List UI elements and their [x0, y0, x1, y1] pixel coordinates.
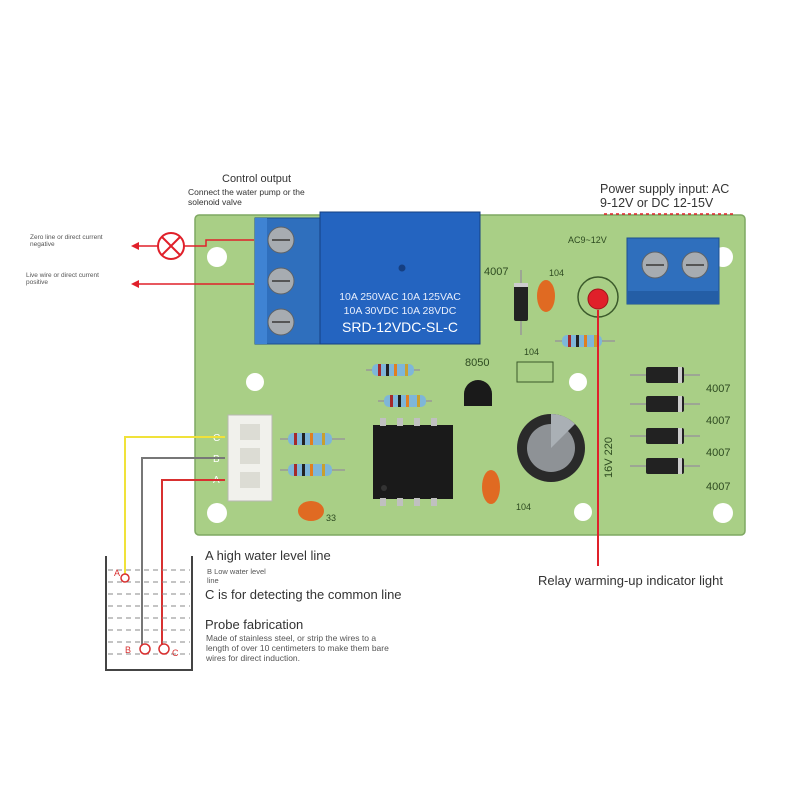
- probe-marker-c: C: [172, 648, 179, 658]
- probe-marker-a: A: [114, 568, 120, 578]
- header-pin-c: C: [213, 433, 220, 444]
- relay-rating-2: 10A 30VDC 10A 28VDC: [344, 305, 457, 317]
- common-line-label: C is for detecting the common line: [205, 587, 402, 602]
- ic-chip: [373, 418, 453, 506]
- mount-hole: [713, 503, 733, 523]
- zero-line-note: Zero line or direct current negative: [30, 234, 103, 249]
- diode-label-3: 4007: [706, 447, 730, 459]
- water-container: [105, 556, 193, 671]
- mount-hole: [207, 247, 227, 267]
- wire-a-yellow: [124, 436, 225, 574]
- diode-top: [514, 270, 528, 335]
- transistor-label: 8050: [465, 357, 489, 369]
- relay-indicator-label: Relay warming-up indicator light: [538, 573, 723, 588]
- silk-box: [516, 361, 554, 383]
- diode-label-4: 4007: [706, 481, 730, 493]
- high-level-label: A high water level line: [205, 548, 331, 563]
- probe-header: [227, 414, 273, 502]
- diode-top-label: 4007: [484, 266, 508, 278]
- probe-description: Made of stainless steel, or strip the wi…: [206, 633, 389, 663]
- wire-b-gray: [141, 457, 225, 645]
- relay-rating-1: 10A 250VAC 10A 125VAC: [339, 291, 461, 303]
- resistor-mid-1: [366, 364, 420, 376]
- power-terminal-block: [626, 237, 720, 305]
- mount-hole: [207, 503, 227, 523]
- arrowhead-zero: [131, 242, 139, 250]
- wire-c-red: [161, 479, 225, 645]
- cap-lower-label: 104: [516, 502, 531, 512]
- header-pin-b: B: [213, 454, 220, 465]
- resistor-left-2: [280, 464, 345, 476]
- electrolytic-label: 16V 220: [603, 437, 615, 478]
- arrow-zero-to-terminal: [184, 239, 254, 247]
- cap-33-label: 33: [326, 513, 336, 523]
- low-level-label: B Low water level line: [207, 567, 266, 585]
- connect-pump-note: Connect the water pump or the solenoid v…: [188, 187, 305, 207]
- ceramic-cap-lower: [482, 470, 500, 504]
- mount-hole: [569, 373, 587, 391]
- power-supply-label: Power supply input: AC 9-12V or DC 12-15…: [600, 182, 730, 211]
- probe-title: Probe fabrication: [205, 617, 304, 632]
- load-symbol-cross-2: [161, 236, 181, 256]
- resistor-left-1: [280, 433, 345, 445]
- probe-marker-b: B: [125, 645, 131, 655]
- resistor-top: [555, 335, 615, 347]
- arrowhead-live: [131, 280, 139, 288]
- mount-hole: [574, 503, 592, 521]
- ceramic-cap-top: [537, 280, 555, 312]
- transistor: [464, 380, 492, 406]
- indicator-led: [587, 288, 609, 310]
- diode-label-1: 4007: [706, 383, 730, 395]
- cap-top-label: 104: [549, 268, 564, 278]
- ac-silk-label: AC9~12V: [568, 235, 607, 245]
- relay: 10A 250VAC 10A 125VAC 10A 30VDC 10A 28VD…: [319, 211, 481, 345]
- electrolytic-capacitor: [517, 414, 585, 482]
- resistor-mid-2: [378, 395, 432, 407]
- cap-104-silk: 104: [524, 347, 539, 357]
- live-wire-note: Live wire or direct current positive: [26, 272, 99, 287]
- diode-label-2: 4007: [706, 415, 730, 427]
- diode-stack: [630, 367, 700, 474]
- control-output-label: Control output: [222, 173, 292, 185]
- mount-hole: [246, 373, 264, 391]
- relay-model: SRD-12VDC-SL-C: [342, 319, 458, 335]
- output-terminal-block: [254, 217, 321, 345]
- ceramic-cap-33: [298, 501, 324, 521]
